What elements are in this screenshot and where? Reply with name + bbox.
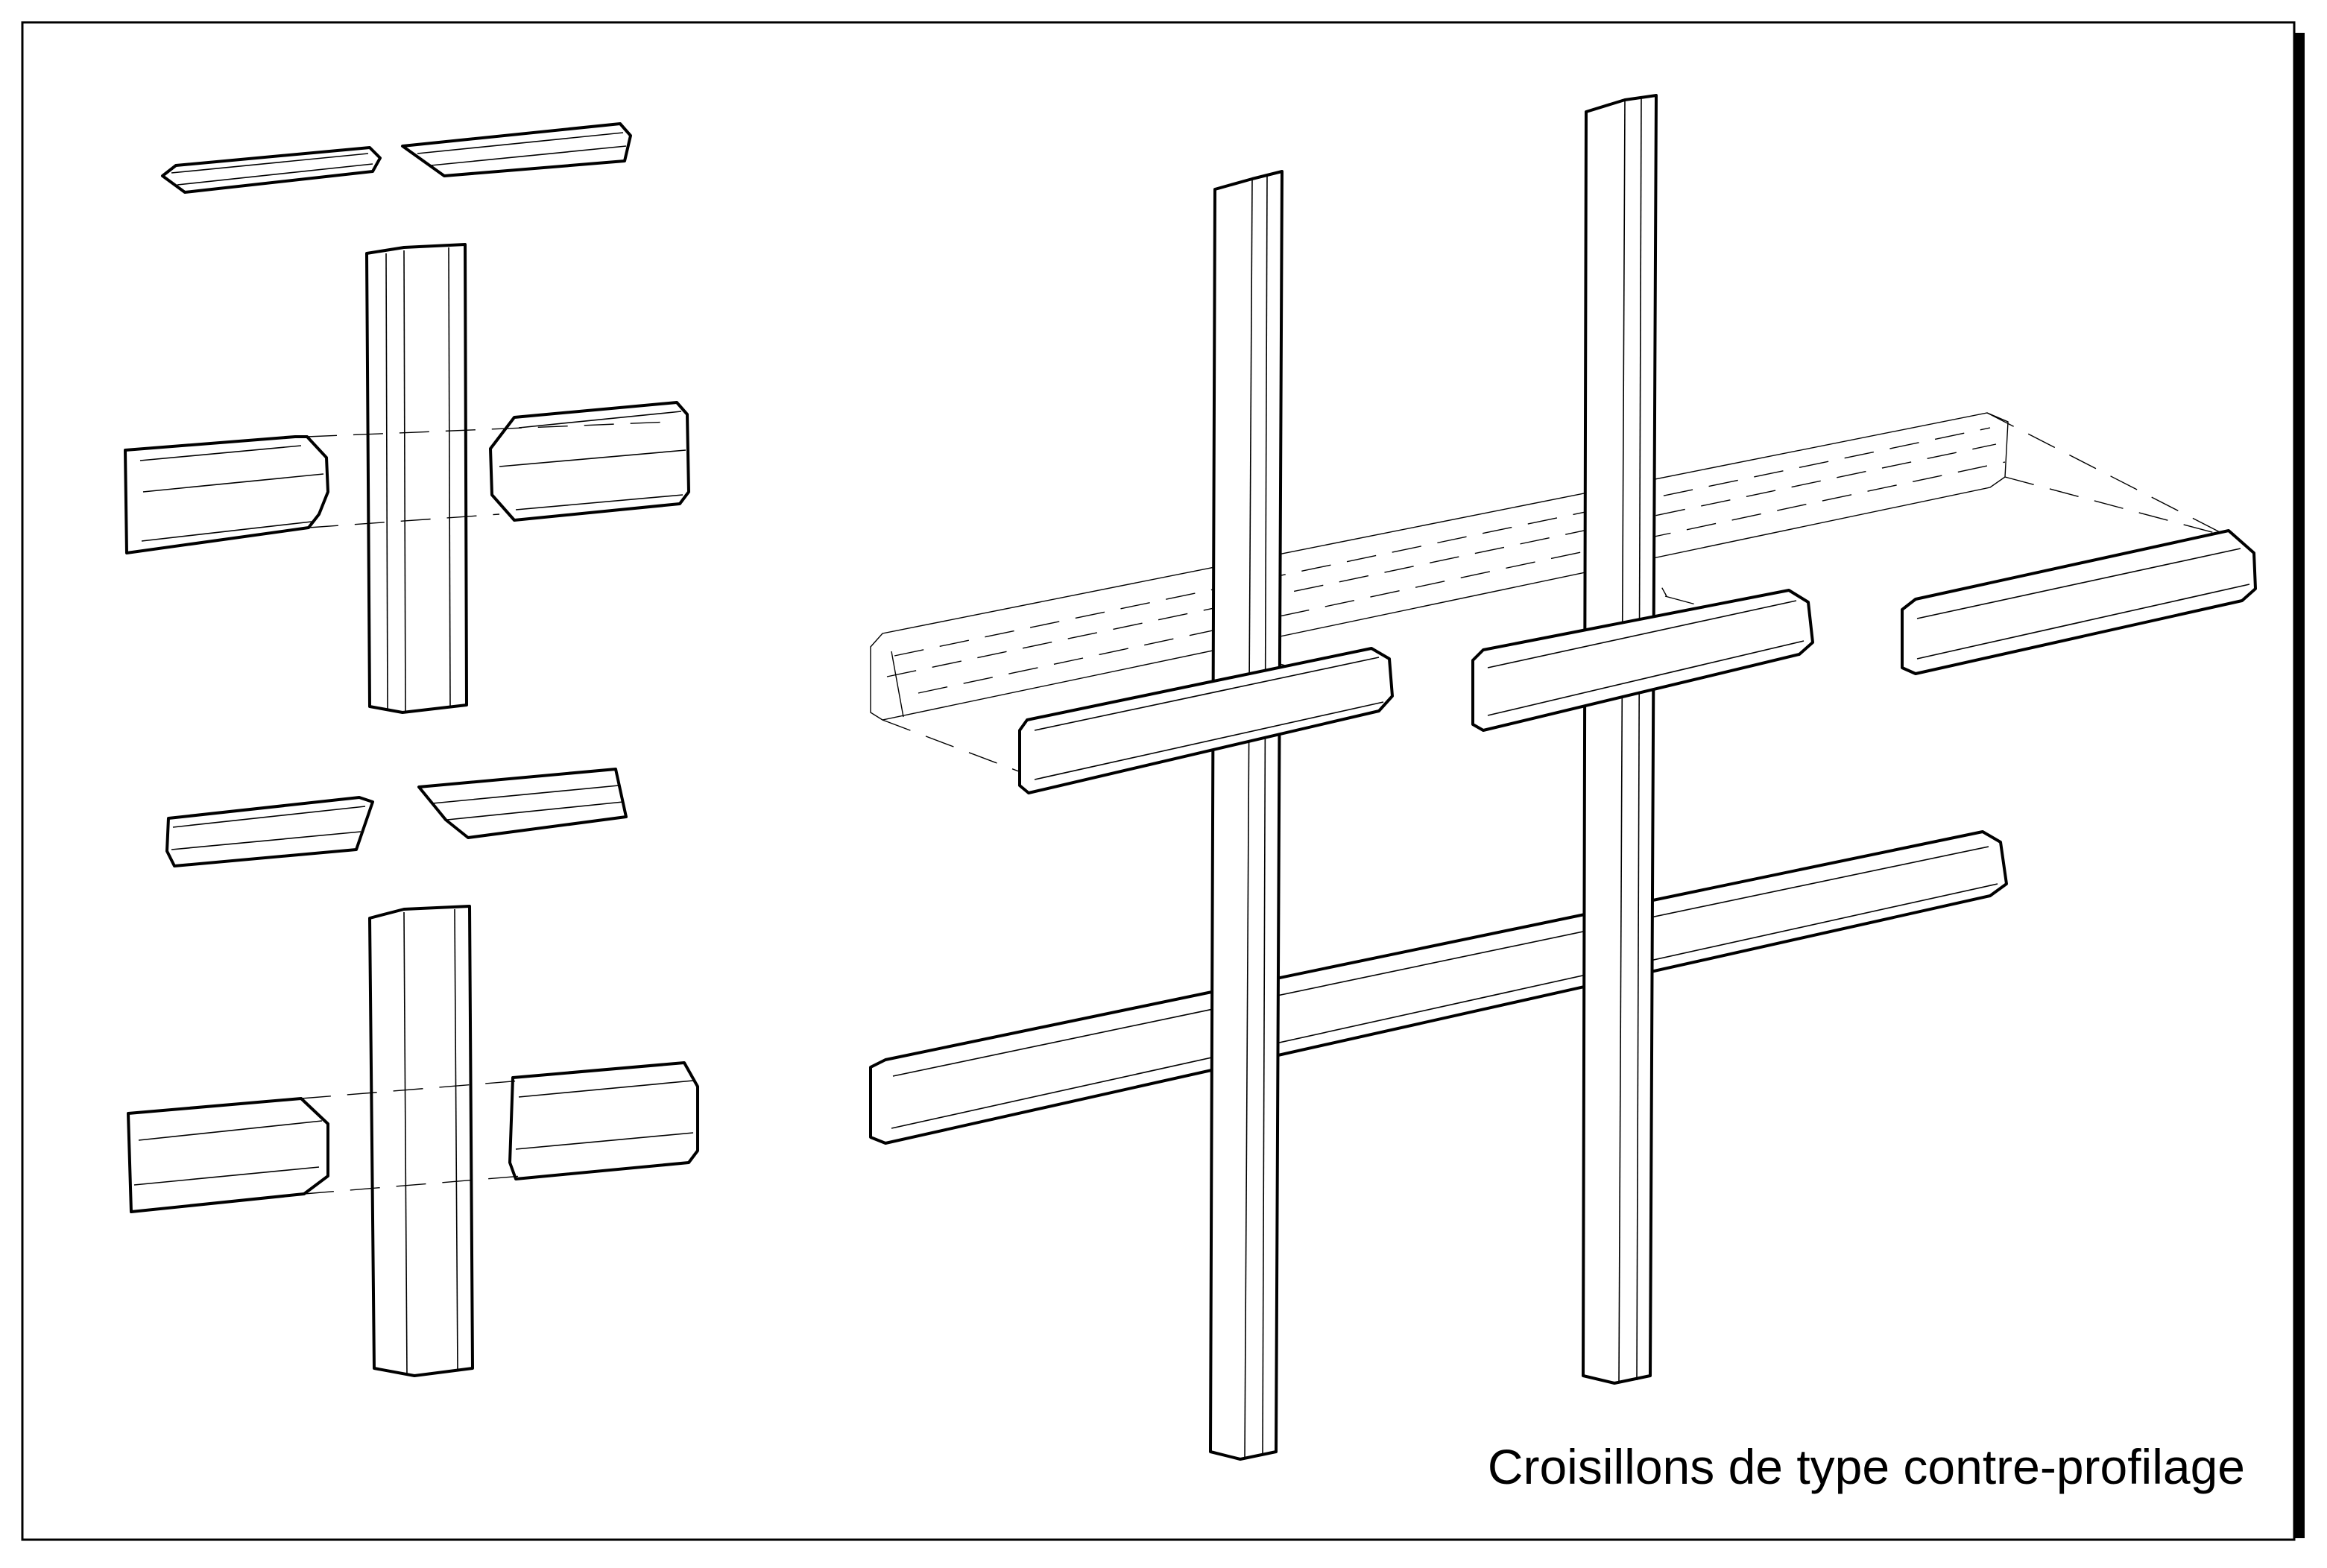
- grille-upper-rail-left-segment: [1018, 647, 1394, 794]
- chamfered-left-rail: [127, 1097, 329, 1213]
- chamfered-loose-pieces: [165, 768, 628, 867]
- grille-upper-rail-middle-segment: [1471, 589, 1814, 732]
- grille-upper-rail-right-segment: [1901, 529, 2257, 675]
- chamfered-hidden-lines: [300, 1080, 522, 1195]
- profiled-left-rail: [124, 435, 329, 554]
- drawing-frame: [21, 21, 2305, 1541]
- profiled-hidden-lines: [306, 421, 672, 528]
- profiled-loose-pieces: [161, 122, 632, 194]
- grille-left-mullion: [1209, 170, 1284, 1461]
- drawing-caption: Croisillons de type contre-profilage: [1487, 1439, 2245, 1494]
- profiled-right-rail: [489, 401, 690, 522]
- grille-right-mullion: [1582, 94, 1658, 1385]
- profiled-vertical-mullion: [365, 243, 468, 714]
- chamfered-vertical-mullion: [368, 905, 474, 1377]
- chamfered-right-rail: [508, 1061, 699, 1180]
